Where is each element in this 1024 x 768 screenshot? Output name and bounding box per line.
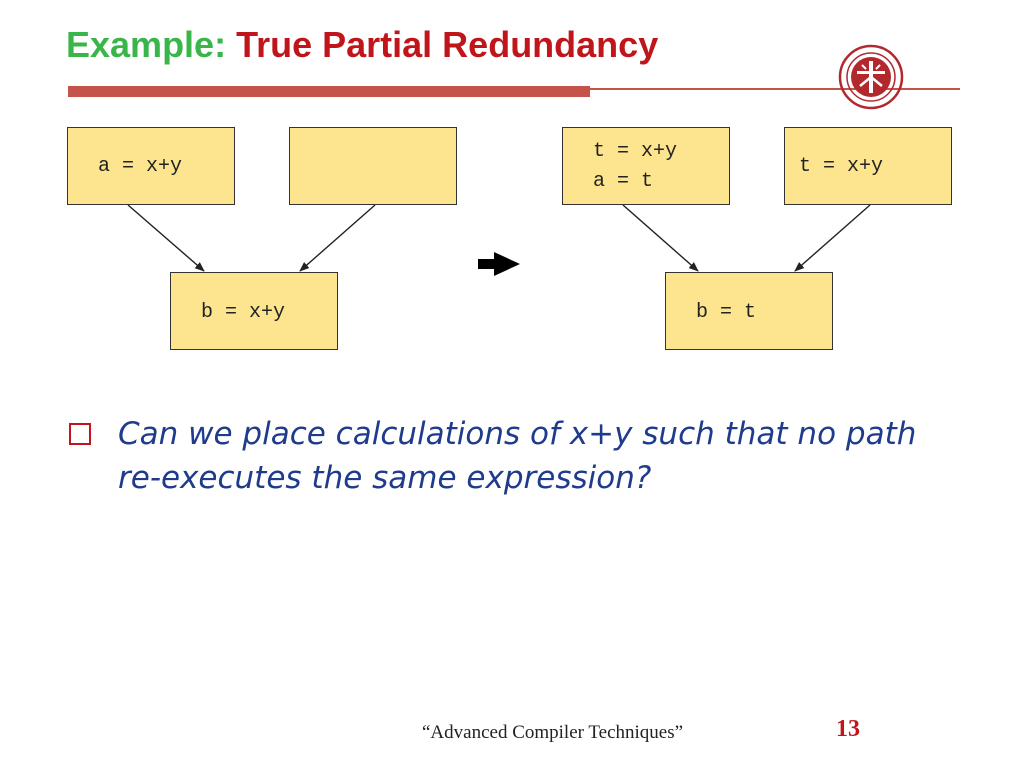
title-main: True Partial Redundancy xyxy=(236,24,659,65)
after-left-block: t = x+y a = t xyxy=(562,127,730,205)
after-right-block: t = x+y xyxy=(784,127,952,205)
title-rule-thick xyxy=(68,86,590,97)
after-right-code: t = x+y xyxy=(799,155,884,178)
bullet-text: Can we place calculations of x+y such th… xyxy=(118,416,917,496)
edge-before-left xyxy=(127,204,205,272)
before-left-block: a = x+y xyxy=(67,127,235,205)
before-right-block xyxy=(289,127,457,205)
right-arrow-icon xyxy=(478,252,520,276)
edge-after-right xyxy=(794,204,871,272)
footer-course-title: “Advanced Compiler Techniques” xyxy=(422,722,684,743)
before-left-code: a = x+y xyxy=(98,155,183,178)
after-left-code-line2: a = t xyxy=(593,170,654,193)
after-left-code-line1: t = x+y xyxy=(593,140,678,163)
before-join-block: b = x+y xyxy=(170,272,338,350)
after-join-code: b = t xyxy=(696,301,757,324)
before-join-code: b = x+y xyxy=(201,301,286,324)
edge-after-left xyxy=(622,204,699,272)
bullet-square-icon xyxy=(69,423,91,445)
title-prefix: Example: xyxy=(66,24,227,65)
edge-before-right xyxy=(299,204,376,272)
title-rule-thin xyxy=(590,88,960,90)
university-seal-icon xyxy=(838,44,904,110)
slide-title: Example: True Partial Redundancy xyxy=(66,24,658,66)
page-number: 13 xyxy=(836,716,860,742)
after-join-block: b = t xyxy=(665,272,833,350)
